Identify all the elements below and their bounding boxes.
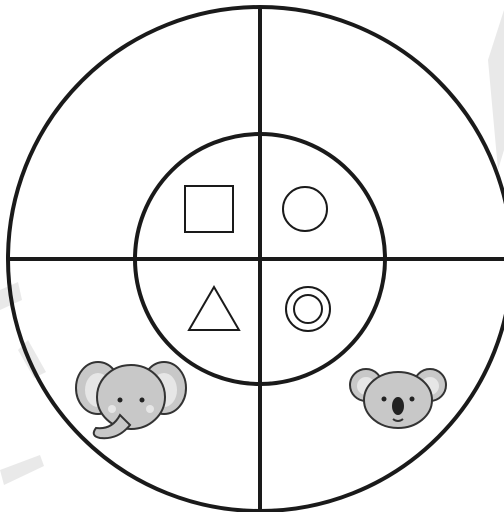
elephant-icon — [76, 362, 186, 438]
square-icon — [185, 186, 233, 232]
koala-icon — [350, 369, 446, 428]
double-circle-icon — [286, 287, 330, 331]
circle-icon — [283, 187, 327, 231]
triangle-icon — [189, 287, 239, 330]
